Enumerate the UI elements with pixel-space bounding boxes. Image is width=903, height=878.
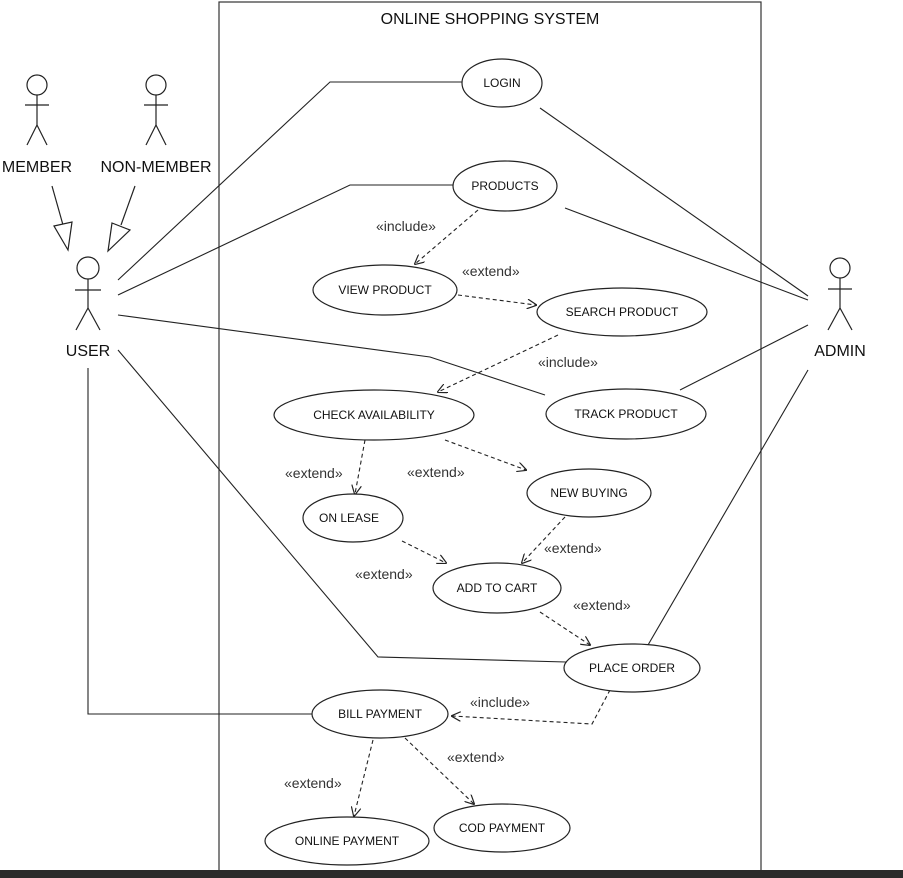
dep-lease-cart bbox=[401, 540, 446, 563]
generalization-nonmember-user bbox=[107, 185, 136, 253]
rel-label-lease-cart: «extend» bbox=[355, 566, 413, 582]
assoc-admin-login bbox=[539, 107, 809, 297]
assoc-admin-track bbox=[679, 324, 809, 391]
use-case-cod-payment bbox=[433, 803, 571, 853]
actor-non-member-label: NON-MEMBER bbox=[100, 159, 211, 176]
system-boundary bbox=[218, 1, 762, 873]
assoc-user-billpayment bbox=[87, 368, 312, 715]
use-case-search-product-label: SEARCH PRODUCT bbox=[566, 305, 679, 319]
system-title: ONLINE SHOPPING SYSTEM bbox=[381, 11, 600, 28]
actor-user-label: USER bbox=[66, 343, 110, 360]
window-bottom-bar bbox=[0, 870, 903, 878]
dep-order-bill bbox=[452, 689, 611, 725]
generalization-member-user bbox=[51, 185, 73, 252]
dep-newbuying-cart bbox=[522, 516, 566, 563]
use-case-new-buying bbox=[526, 468, 652, 518]
rel-label-newbuying-cart: «extend» bbox=[544, 540, 602, 556]
use-case-products-label: PRODUCTS bbox=[471, 179, 538, 193]
rel-label-check-lease: «extend» bbox=[285, 465, 343, 481]
use-case-new-buying-label: NEW BUYING bbox=[550, 486, 627, 500]
dep-check-newbuying bbox=[444, 439, 526, 470]
assoc-user-login bbox=[117, 81, 462, 281]
use-case-add-to-cart bbox=[432, 562, 562, 614]
assoc-user-track bbox=[117, 314, 546, 396]
use-case-view-product bbox=[312, 264, 458, 316]
use-case-check-availability bbox=[273, 389, 475, 441]
actor-non-member bbox=[144, 74, 168, 146]
use-case-on-lease bbox=[302, 493, 404, 543]
use-case-check-availability-label: CHECK AVAILABILITY bbox=[313, 408, 435, 422]
dep-cart-order bbox=[539, 611, 590, 645]
use-case-track-product bbox=[545, 388, 707, 440]
use-case-bill-payment-label: BILL PAYMENT bbox=[338, 707, 422, 721]
rel-label-products-view: «include» bbox=[376, 218, 436, 234]
use-case-add-to-cart-label: ADD TO CART bbox=[457, 581, 538, 595]
actor-member-label: MEMBER bbox=[2, 159, 72, 176]
use-case-view-product-label: VIEW PRODUCT bbox=[338, 283, 432, 297]
rel-label-search-check: «include» bbox=[538, 354, 598, 370]
dep-bill-online bbox=[354, 739, 374, 816]
rel-label-bill-cod: «extend» bbox=[447, 749, 505, 765]
use-case-cod-payment-label: COD PAYMENT bbox=[459, 821, 546, 835]
use-case-place-order bbox=[563, 643, 701, 693]
actor-admin-label: ADMIN bbox=[814, 343, 866, 360]
rel-label-order-bill: «include» bbox=[470, 694, 530, 710]
dep-check-lease bbox=[355, 439, 366, 494]
use-case-online-payment bbox=[264, 816, 430, 866]
use-case-on-lease-label: ON LEASE bbox=[319, 511, 379, 525]
actor-member bbox=[25, 74, 49, 146]
use-case-track-product-label: TRACK PRODUCT bbox=[574, 407, 678, 421]
dep-view-search bbox=[457, 294, 536, 305]
use-case-products bbox=[452, 160, 558, 212]
use-case-login-label: LOGIN bbox=[483, 76, 520, 90]
rel-label-bill-online: «extend» bbox=[284, 775, 342, 791]
assoc-user-placeorder bbox=[117, 349, 567, 663]
actor-admin bbox=[827, 257, 853, 331]
actor-user bbox=[75, 256, 101, 331]
use-case-place-order-label: PLACE ORDER bbox=[589, 661, 675, 675]
rel-label-view-search: «extend» bbox=[462, 263, 520, 279]
use-case-search-product bbox=[536, 287, 708, 337]
assoc-user-products bbox=[117, 184, 455, 296]
dep-search-check bbox=[438, 334, 559, 392]
assoc-admin-products bbox=[564, 207, 809, 301]
dep-bill-cod bbox=[404, 737, 474, 804]
use-case-online-payment-label: ONLINE PAYMENT bbox=[295, 834, 400, 848]
rel-label-check-newbuying: «extend» bbox=[407, 464, 465, 480]
use-case-bill-payment bbox=[311, 689, 449, 739]
use-case-login bbox=[461, 58, 543, 108]
rel-label-cart-order: «extend» bbox=[573, 597, 631, 613]
assoc-admin-placeorder bbox=[647, 369, 809, 646]
